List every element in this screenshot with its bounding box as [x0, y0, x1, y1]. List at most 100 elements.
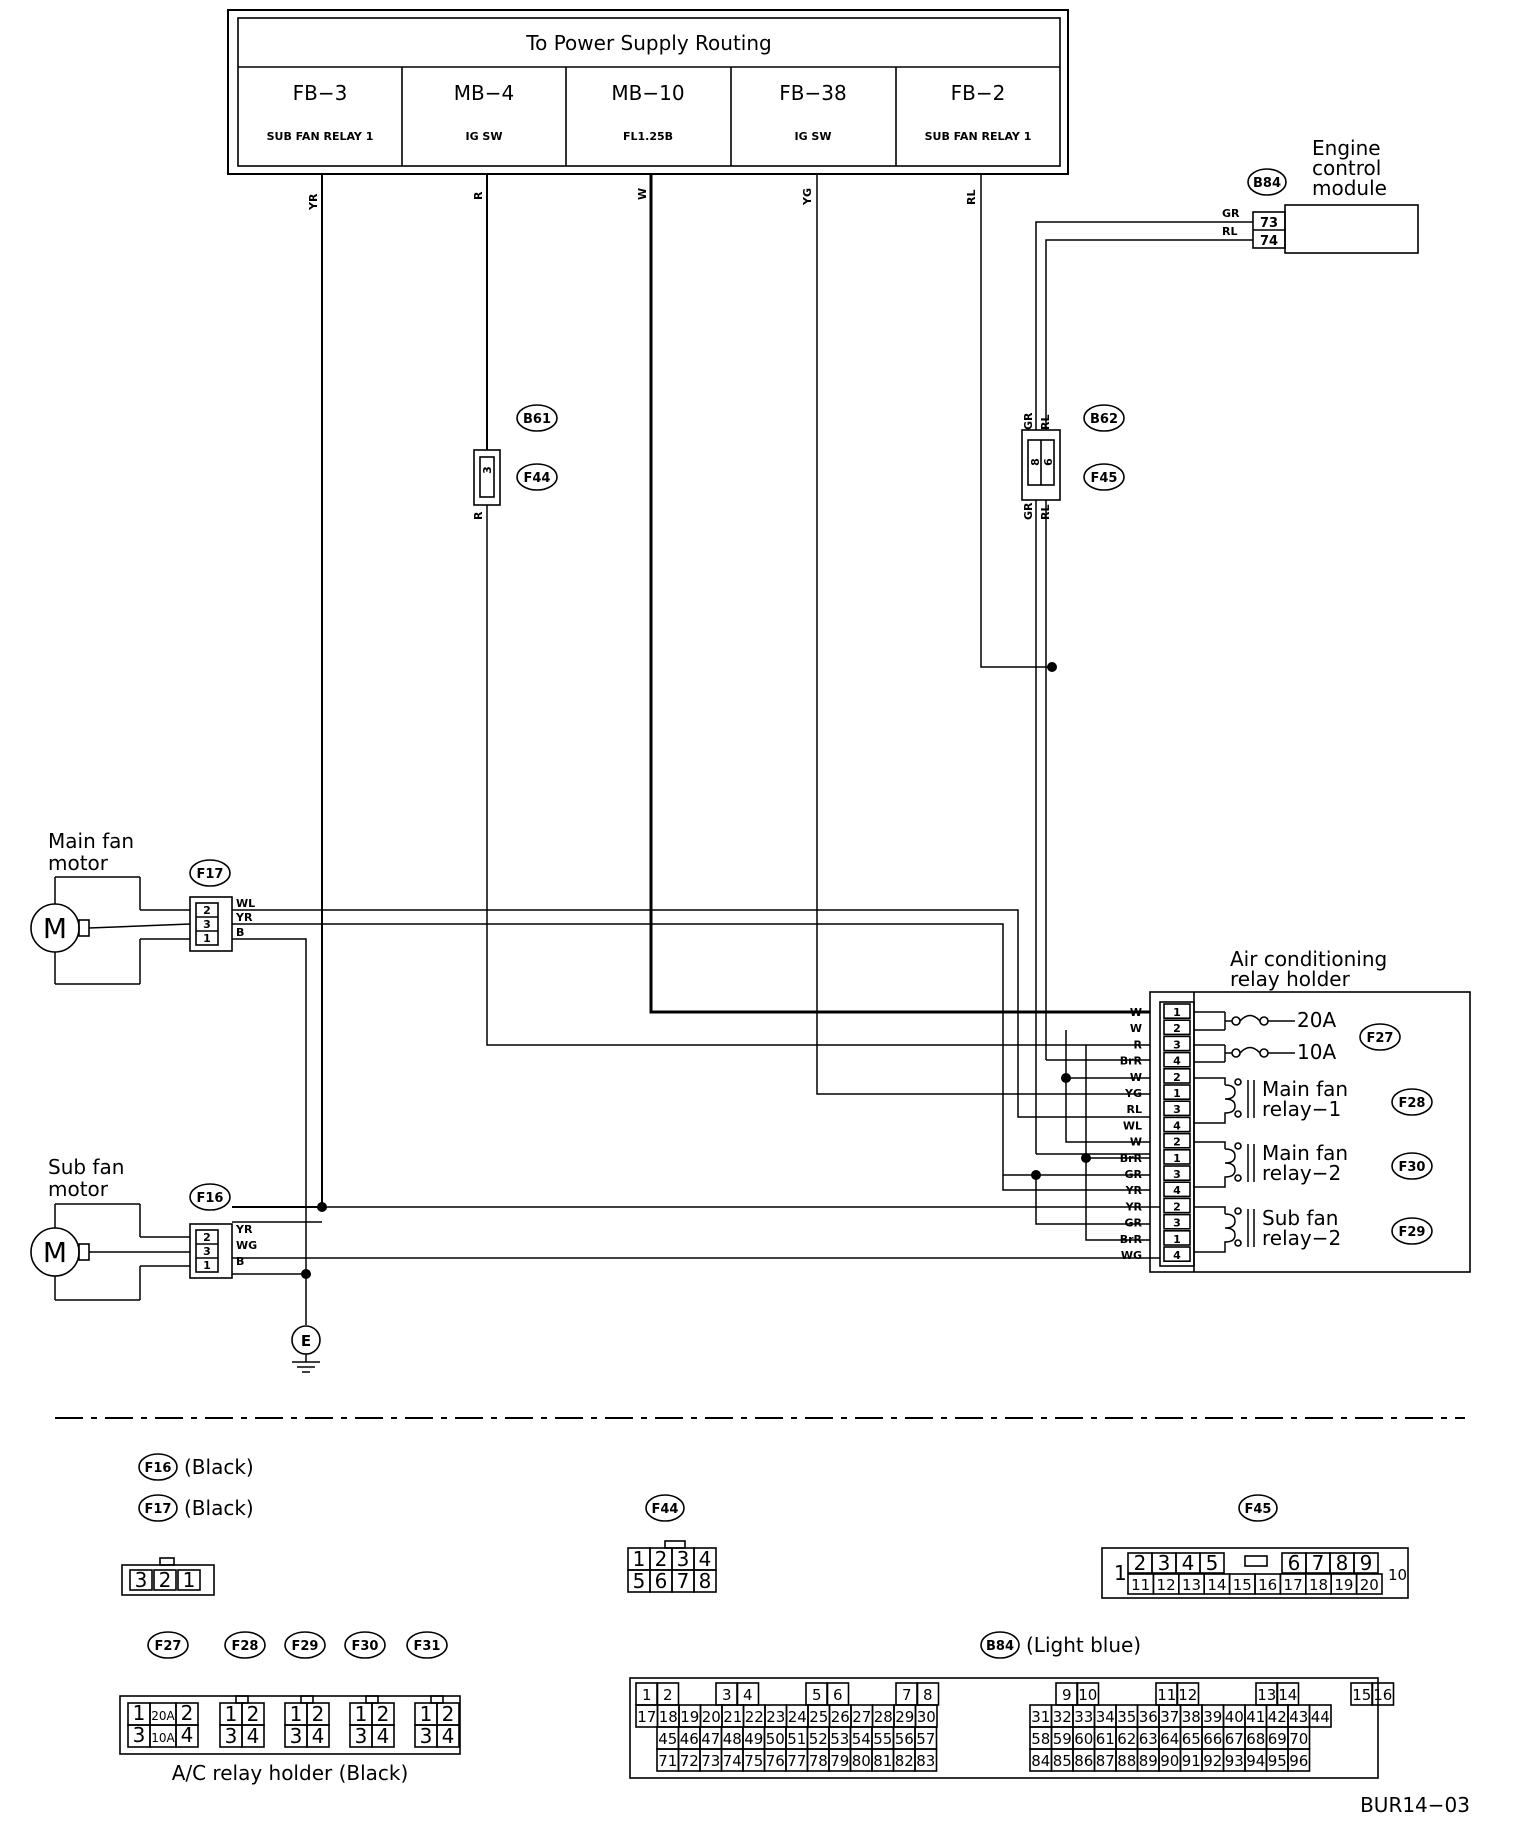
f30-connector: F30: [1399, 1160, 1426, 1175]
b84-legend-pin-label: 77: [787, 1752, 806, 1770]
b62-wire-rl-bottom: RL: [1039, 505, 1052, 520]
b84-legend-pin-label: 43: [1289, 1708, 1308, 1726]
relay-holder-pin: [1163, 1149, 1191, 1165]
b84-legend-pin-label: 20: [702, 1708, 721, 1726]
f45-legend-pin-label: 5: [1206, 1551, 1219, 1575]
relay-legend-cell: [436, 1724, 460, 1748]
b84-legend-pin-label: 38: [1182, 1708, 1201, 1726]
relay-holder-pin-label: 3: [1173, 1168, 1181, 1181]
relay-holder-pin: [1163, 1003, 1191, 1019]
ecm-pin-73: 73: [1260, 216, 1278, 231]
f45-legend-pin-label: 19: [1334, 1576, 1353, 1594]
relay-holder-pin: [1163, 1230, 1191, 1246]
b84-legend-pin-label: 81: [873, 1752, 892, 1770]
b84-legend-pin-label: 24: [788, 1708, 807, 1726]
b84-legend-pin-label: 75: [744, 1752, 763, 1770]
relay-2: Main fan relay−2 F30: [1194, 1141, 1433, 1188]
b84-legend-pin-label: 87: [1096, 1752, 1115, 1770]
b84-legend-pin-label: 60: [1074, 1730, 1093, 1748]
legend-f16-color: (Black): [184, 1455, 254, 1479]
relay-holder: Air conditioning relay holder 1W2W3R4BrR…: [1120, 947, 1471, 1273]
relay-holder-wire-label: BrR: [1120, 1055, 1143, 1068]
f17-pin-2: 2: [203, 904, 211, 917]
b84-legend-pin-label: 36: [1139, 1708, 1158, 1726]
b84-legend-pin-label: 84: [1031, 1752, 1050, 1770]
b84-legend-pin-label: 16: [1373, 1686, 1392, 1704]
relay-holder-label-2: relay holder: [1230, 967, 1351, 991]
b84-legend-pin-label: 10: [1078, 1686, 1097, 1704]
f45-legend-pin: [1199, 1552, 1225, 1574]
relay-holder-wire-label: BrR: [1120, 1152, 1143, 1165]
wire-label-rl: RL: [965, 190, 978, 205]
relay-legend-cell-label: 3: [355, 1724, 368, 1748]
b84-legend-pin-label: 15: [1352, 1686, 1371, 1704]
relay-holder-wire-label: YG: [1124, 1087, 1142, 1100]
f44-legend-pin-label: 4: [699, 1547, 712, 1571]
joint-b62-f45: 8 6 GR RL GR RL B62 F45: [1021, 404, 1125, 520]
relay-holder-wire-label: WL: [1123, 1119, 1142, 1132]
f16-wire-b: B: [236, 1255, 244, 1268]
b84-legend-pin-label: 94: [1246, 1752, 1265, 1770]
relay-holder-wire-label: W: [1130, 1006, 1142, 1019]
b84-legend-pin-label: 12: [1178, 1686, 1197, 1704]
legend-f17-code: F17: [145, 1502, 172, 1517]
relay-legend-cell: [175, 1724, 199, 1748]
b84-legend-pin-label: 54: [852, 1730, 871, 1748]
legend-f29: F29: [292, 1639, 319, 1654]
ps-code-5: FB−2: [951, 81, 1006, 105]
b84-legend-pin-label: 40: [1225, 1708, 1244, 1726]
relay-holder-wire-label: WG: [1121, 1249, 1142, 1262]
relay-legend-cell-label: 4: [312, 1724, 325, 1748]
relay-holder-pin: [1163, 1181, 1191, 1198]
legend-f28: F28: [232, 1639, 259, 1654]
relay-holder-pin: [1163, 1068, 1191, 1084]
relay-legend-cell-label: 4: [377, 1724, 390, 1748]
ps-desc-1: SUB FAN RELAY 1: [267, 130, 374, 143]
f16-connector: F16: [197, 1191, 224, 1206]
b84-legend-pin-label: 66: [1203, 1730, 1222, 1748]
b84-legend-pin-label: 5: [812, 1686, 822, 1704]
f45-legend-pin-label: 14: [1207, 1576, 1226, 1594]
b84-legend-pin-label: 19: [680, 1708, 699, 1726]
b84-legend-pin-label: 34: [1096, 1708, 1115, 1726]
b84-legend-pin-label: 27: [852, 1708, 871, 1726]
f44-legend-pin-label: 8: [699, 1569, 712, 1593]
relay-holder-pin: [1163, 1019, 1191, 1036]
b84-legend-pin-label: 59: [1053, 1730, 1072, 1748]
b84-legend-pin-label: 26: [831, 1708, 850, 1726]
b84-legend-pin-label: 50: [766, 1730, 785, 1748]
b84-legend-pin-label: 28: [874, 1708, 893, 1726]
relay-legend-cell-label: 3: [420, 1724, 433, 1748]
relay-1: Main fan relay−1 F28: [1194, 1077, 1433, 1124]
relay-holder-wire-label: YR: [1125, 1200, 1143, 1213]
relay-holder-wire-label: W: [1130, 1022, 1142, 1035]
f45-legend-pin-label: 15: [1233, 1576, 1252, 1594]
b84-legend-pin-label: 33: [1074, 1708, 1093, 1726]
f16-legend-pin: [153, 1569, 177, 1591]
b84-legend-pin-label: 44: [1311, 1708, 1330, 1726]
sub-fan-label-2: motor: [48, 1177, 109, 1201]
relay-legend-cell-label: 1: [133, 1701, 146, 1725]
b84-legend-pin-label: 45: [658, 1730, 677, 1748]
b84-legend-pin-label: 11: [1157, 1686, 1176, 1704]
b84-legend-pin: [914, 1748, 938, 1772]
f16-legend-pin-label: 2: [159, 1568, 172, 1592]
f44-legend-pin-label: 3: [677, 1547, 690, 1571]
f29-connector: F29: [1399, 1225, 1426, 1240]
ps-desc-5: SUB FAN RELAY 1: [925, 130, 1032, 143]
relay-legend-cell: [241, 1724, 265, 1748]
b84-legend-pin-label: 1: [642, 1686, 652, 1704]
f45-legend-pin-label: 17: [1284, 1576, 1303, 1594]
relay-holder-wire-label: W: [1130, 1071, 1142, 1084]
ps-code-2: MB−4: [454, 81, 514, 105]
power-supply-title: To Power Supply Routing: [525, 31, 771, 55]
relay-legend-cell-label: 2: [247, 1702, 260, 1726]
legend-b84-color: (Light blue): [1026, 1633, 1141, 1657]
b84-legend-pin-label: 68: [1246, 1730, 1265, 1748]
b62-connector: B62: [1090, 412, 1118, 427]
f16-pin-1: 1: [203, 1259, 211, 1272]
ground-label: E: [301, 1332, 311, 1350]
f45-legend-pin-label: 9: [1360, 1551, 1373, 1575]
